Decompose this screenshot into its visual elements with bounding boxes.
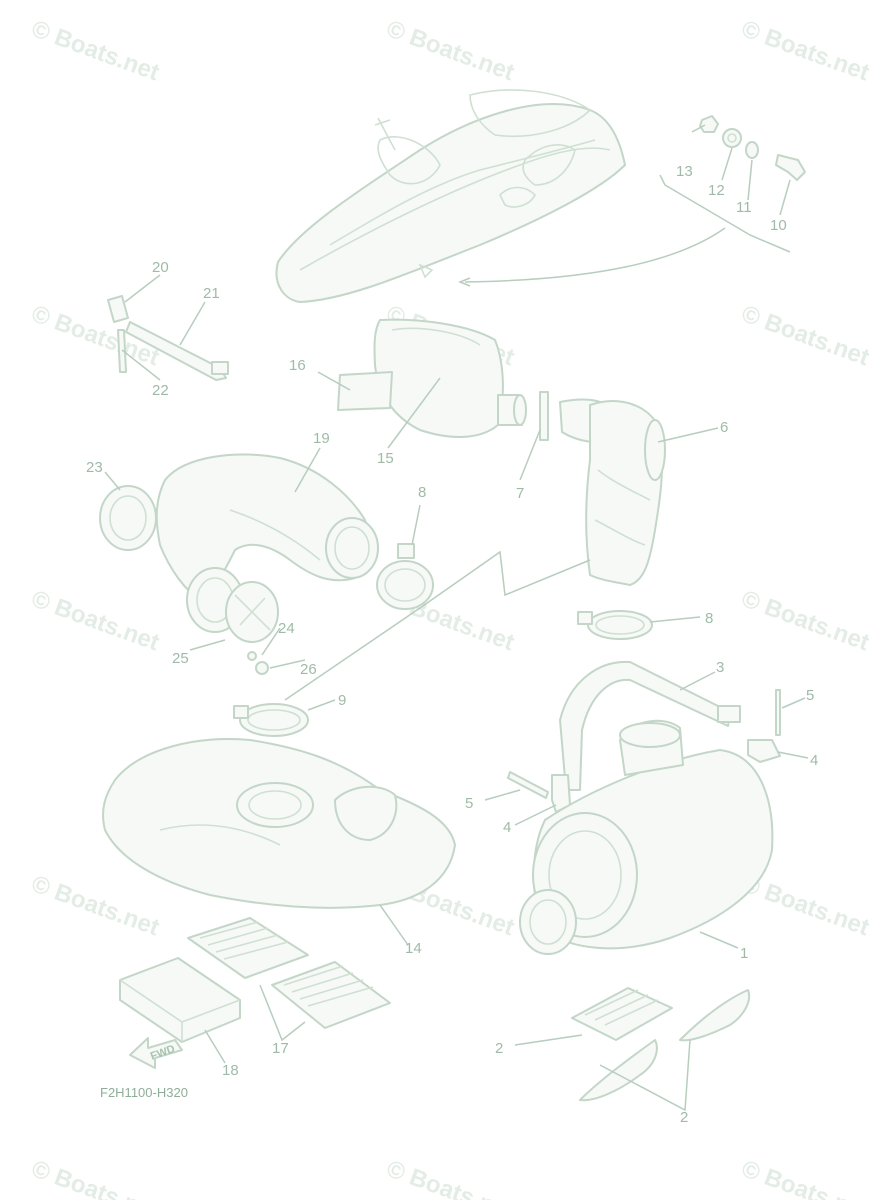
callout-11: 11: [736, 199, 752, 216]
callout-23: 23: [86, 459, 103, 476]
callout-21: 21: [203, 285, 220, 302]
callout-2: 2: [495, 1040, 503, 1057]
intake-box: [337, 318, 527, 438]
callout-14: 14: [405, 940, 422, 957]
callout-5: 5: [806, 687, 814, 704]
watermark: © Boats.net: [28, 585, 163, 656]
callout-22: 22: [152, 382, 169, 399]
elbow-hose: [539, 391, 666, 586]
watermark: © Boats.net: [28, 1155, 163, 1200]
pads: [571, 987, 750, 1102]
callout-4: 4: [503, 819, 511, 836]
callout-18: 18: [222, 1062, 239, 1079]
callout-15: 15: [377, 450, 394, 467]
callout-13: 13: [676, 163, 693, 180]
hose-clamps: [233, 543, 653, 737]
mats-and-foam: FWD: [119, 917, 391, 1069]
callout-8: 8: [705, 610, 713, 627]
callout-25: 25: [172, 650, 189, 667]
callout-12: 12: [708, 182, 725, 199]
callout-20: 20: [152, 259, 169, 276]
callout-9: 9: [338, 692, 346, 709]
callout-10: 10: [770, 217, 787, 234]
callout-26: 26: [300, 661, 317, 678]
callout-24: 24: [278, 620, 295, 637]
callout-1: 1: [740, 945, 748, 962]
callout-17: 17: [272, 1040, 289, 1057]
leader-lines: [104, 124, 809, 1112]
watermark: © Boats.net: [738, 300, 869, 371]
callout-7: 7: [516, 485, 524, 502]
callout-8: 8: [418, 484, 426, 501]
callout-3: 3: [716, 659, 724, 676]
callout-16: 16: [289, 357, 306, 374]
watermark: © Boats.net: [383, 15, 518, 86]
watermark: © Boats.net: [738, 1155, 869, 1200]
watermark: © Boats.net: [383, 1155, 518, 1200]
watercraft-illustration: [275, 89, 726, 303]
callout-labels: 1 2 2 2 3 4 4 5 5 6 7 8 8 9 10 11 12 13 …: [86, 163, 818, 1126]
watermark: © Boats.net: [28, 15, 163, 86]
cable-tie-group: [107, 295, 229, 381]
callout-6: 6: [720, 419, 728, 436]
callout-2: 2: [680, 1109, 688, 1126]
watermark: © Boats.net: [28, 870, 163, 941]
exhaust-duct: [99, 453, 379, 675]
fittings-group: [659, 115, 806, 253]
callout-5: 5: [465, 795, 473, 812]
figure-code: F2H1100-H320: [100, 1085, 188, 1100]
callout-19: 19: [313, 430, 330, 447]
muffler: [519, 719, 774, 955]
water-box: [102, 737, 456, 909]
callout-4: 4: [810, 752, 818, 769]
watermark: © Boats.net: [738, 585, 869, 656]
watermark: © Boats.net: [738, 15, 869, 86]
